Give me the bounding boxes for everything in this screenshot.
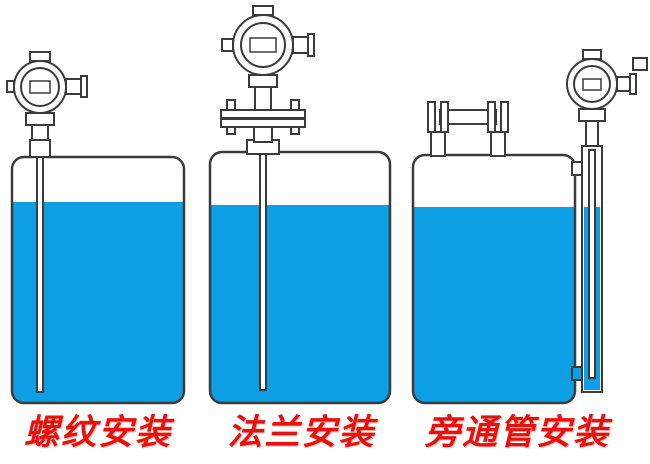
top-cap [582, 49, 602, 60]
hex-nut [578, 108, 606, 122]
caption-threaded-installation: 螺纹安装 [23, 413, 172, 453]
hex-nut [25, 112, 55, 126]
level-transmitter-bypass [566, 49, 648, 147]
flange-bar [500, 101, 509, 133]
transmitter-display [249, 37, 277, 53]
top-manifold [427, 101, 509, 157]
tank-group-bypass [411, 49, 648, 405]
hex-nut [248, 74, 278, 88]
top-cap [252, 5, 274, 16]
flange-plate [220, 118, 306, 128]
neck [254, 86, 272, 111]
tank-body [10, 155, 186, 405]
tank-group-threaded [6, 51, 186, 405]
tank-group-flange [208, 5, 392, 405]
neck [31, 124, 49, 141]
conduit-cap [629, 73, 637, 95]
conduit-cap [307, 33, 315, 57]
riser-pipe [253, 126, 273, 143]
conduit [616, 76, 631, 92]
manifold-stub [430, 131, 446, 157]
level-transmitter-threaded [6, 51, 88, 158]
thread-boss [29, 139, 51, 158]
caption-flange-installation: 法兰安装 [227, 413, 376, 453]
level-transmitter-flange [221, 5, 315, 111]
transmitter-display [582, 78, 602, 91]
caption-row: 螺纹安装 法兰安装 旁通管安装 [0, 410, 650, 460]
flange-plate [220, 109, 306, 119]
left-plug [221, 38, 234, 52]
probe-rod [588, 149, 596, 379]
conduit [292, 36, 309, 54]
transmitter-face [240, 22, 286, 68]
flange-bar [427, 101, 436, 133]
probe-rod [36, 151, 44, 393]
tank-liquid [413, 207, 575, 403]
neck [585, 120, 599, 147]
tank-liquid [210, 205, 390, 403]
transmitter-face [573, 65, 611, 103]
transmitter-face [20, 67, 60, 107]
caption-bypass-pipe-installation: 旁通管安装 [424, 413, 610, 453]
conduit [65, 78, 82, 95]
tank-body [208, 150, 392, 405]
junction-box [632, 57, 648, 71]
probe-rod [259, 129, 267, 391]
manifold-stub [490, 131, 506, 157]
flange-bar [440, 101, 449, 133]
conduit-cap [80, 75, 88, 98]
top-cap [29, 51, 51, 62]
flange-bar [487, 101, 496, 133]
left-plug [6, 80, 15, 93]
transmitter-display [29, 80, 51, 94]
